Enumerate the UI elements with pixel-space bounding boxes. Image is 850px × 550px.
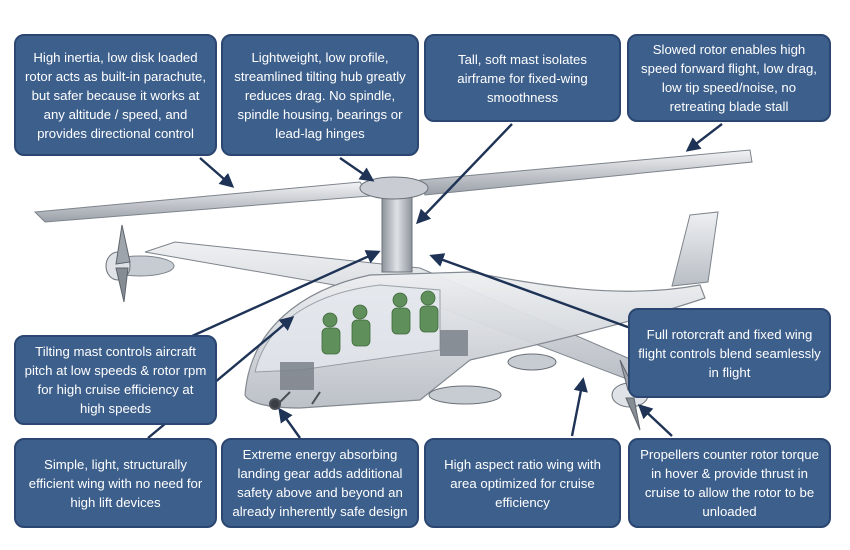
callout-tall-mast: Tall, soft mast isolates airframe for fi… [424,34,621,122]
rotor-mast [381,189,413,273]
callout-aspect-ratio-wing: High aspect ratio wing with area optimiz… [424,438,621,528]
rotor-hub [359,176,429,200]
callout-rotor-inertia: High inertia, low disk loaded rotor acts… [14,34,217,156]
callout-propellers: Propellers counter rotor torque in hover… [628,438,831,528]
arrow-rotor-inertia [199,157,235,188]
callout-slowed-rotor: Slowed rotor enables high speed forward … [627,34,831,122]
arrow-tall-mast [416,123,513,225]
vertical-tail [671,211,719,287]
occupants [321,290,439,355]
arrow-propellers [637,404,673,437]
callout-efficient-wing: Simple, light, structurally efficient wi… [14,438,217,528]
rotor-blade-left [33,181,371,223]
engine-box [280,362,314,390]
rotor-blade-right [419,149,753,196]
left-propeller [105,224,175,303]
arrow-tilting-hub [339,157,375,182]
arrow-landing-gear [278,407,301,439]
arrow-flight-controls [429,253,637,332]
callout-tilting-hub: Lightweight, low profile, streamlined ti… [221,34,419,156]
wing-pod-center [428,385,502,405]
arrow-aspect-ratio-wing [570,377,588,437]
arrow-tilting-mast [189,250,381,339]
landing-gear [269,391,321,410]
callout-flight-controls: Full rotorcraft and fixed wing flight co… [628,308,831,398]
equipment-box [440,330,468,356]
callout-landing-gear: Extreme energy absorbing landing gear ad… [221,438,419,528]
arrow-slowed-rotor [685,123,723,152]
callout-tilting-mast: Tilting mast controls aircraft pitch at … [14,335,217,425]
canopy [254,284,441,373]
wing-pod-right [507,353,557,371]
